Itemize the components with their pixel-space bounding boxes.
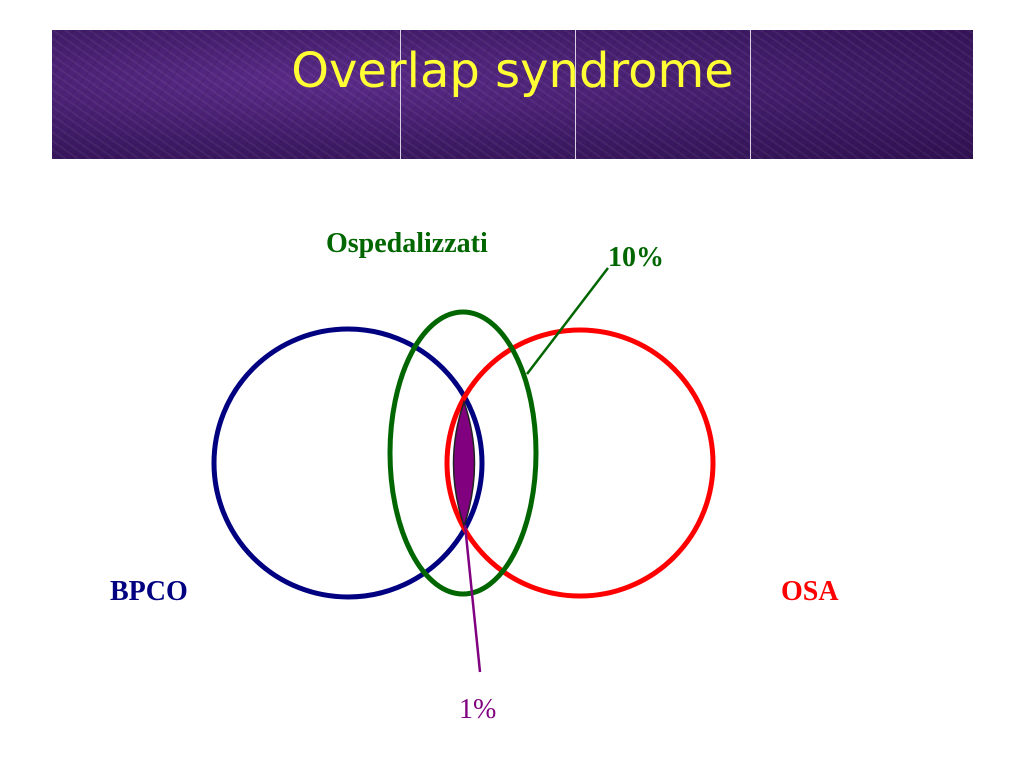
bpco-circle: [211, 326, 485, 600]
bpco-label: BPCO: [110, 576, 188, 607]
hospitalized-label: Ospedalizzati: [326, 228, 488, 259]
osa-label: OSA: [781, 576, 839, 607]
banner-divider: [750, 30, 751, 159]
banner-divider: [400, 30, 401, 159]
title-banner: Overlap syndrome: [52, 30, 973, 159]
hospitalized-ellipse: [387, 309, 539, 597]
banner-divider: [575, 30, 576, 159]
osa-circle: [444, 327, 716, 599]
hospitalized-percent-label: 10%: [608, 242, 664, 273]
overlap-percent-label: 1%: [459, 694, 497, 725]
hospitalized-leader-line: [526, 267, 609, 375]
overlap-leader-line: [463, 524, 482, 673]
slide-title: Overlap syndrome: [291, 43, 734, 99]
